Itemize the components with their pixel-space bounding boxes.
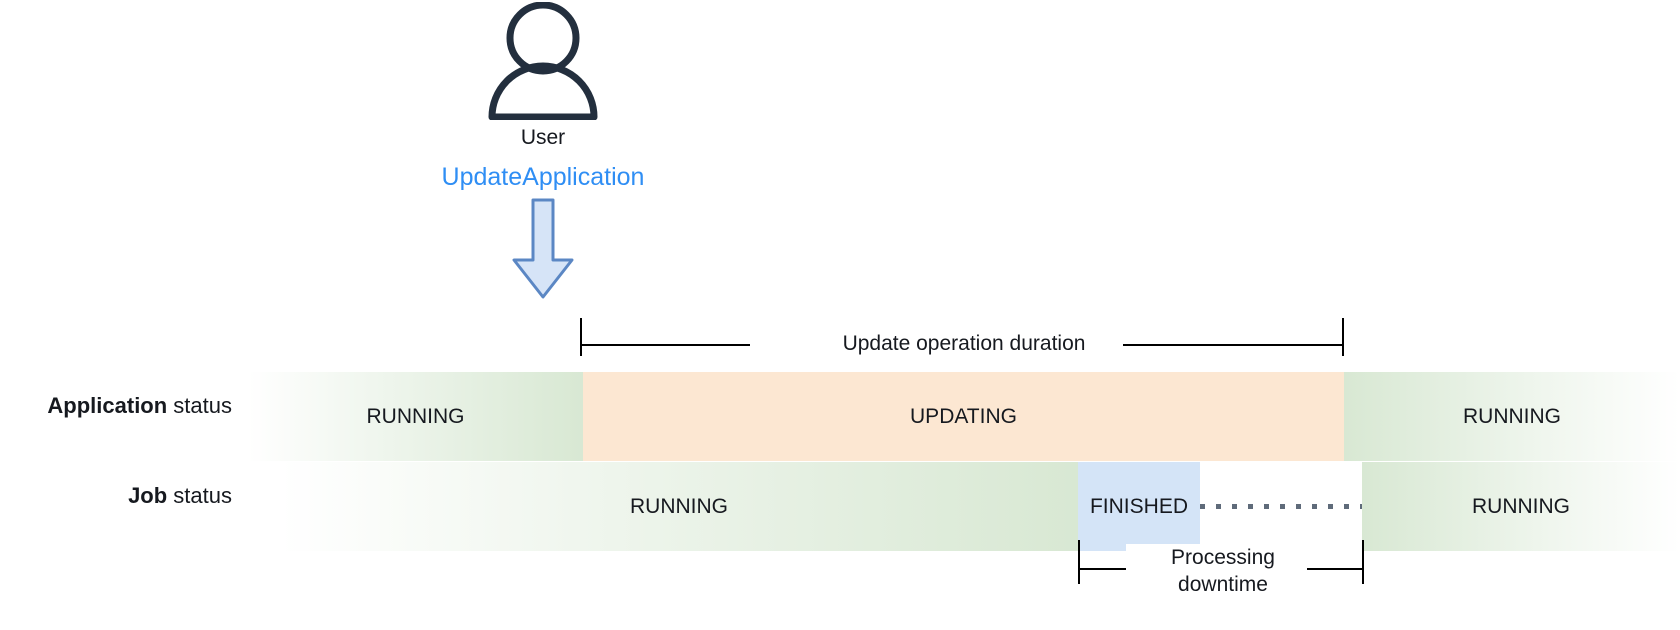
bracket-cap-right (1342, 318, 1344, 356)
application-status-timeline: RUNNING UPDATING RUNNING (248, 372, 1680, 461)
application-status-row-label: Application status (0, 393, 232, 419)
bracket-rail-left (581, 344, 761, 346)
user-person-icon (487, 1, 599, 121)
app-running-after-segment: RUNNING (1344, 372, 1680, 461)
job-status-row-label: Job status (0, 483, 232, 509)
update-duration-bracket: Update operation duration (580, 318, 1344, 362)
bracket-cap-left (580, 318, 582, 356)
row-label-rest: status (167, 483, 232, 508)
app-running-before-segment: RUNNING (248, 372, 583, 461)
row-label-bold: Job (128, 483, 168, 508)
job-finished-segment: FINISHED (1078, 462, 1200, 551)
row-label-bold: Application (47, 393, 168, 418)
job-running-before-label: RUNNING (630, 494, 728, 518)
job-running-after-label: RUNNING (1472, 494, 1570, 518)
job-finished-label: FINISHED (1089, 494, 1188, 518)
downtime-cap-right (1362, 540, 1364, 584)
processing-downtime-bracket: Processing downtime (1078, 540, 1364, 602)
row-label-rest: status (167, 393, 232, 418)
update-duration-label: Update operation duration (750, 330, 1178, 357)
processing-downtime-label: Processing downtime (1126, 544, 1320, 598)
downtime-cap-left (1078, 540, 1080, 584)
actor-label: User (520, 126, 566, 149)
bracket-rail-right (1123, 344, 1343, 346)
app-updating-label: UPDATING (910, 404, 1017, 428)
downtime-dotted-connector (1200, 504, 1363, 509)
down-arrow-icon (511, 198, 575, 300)
downtime-rail-right (1307, 568, 1363, 570)
job-running-after-segment: RUNNING (1362, 462, 1680, 551)
app-running-after-label: RUNNING (1463, 404, 1561, 428)
job-running-before-segment: RUNNING (280, 462, 1078, 551)
downtime-rail-left (1079, 568, 1135, 570)
app-running-before-label: RUNNING (366, 404, 465, 428)
action-label: UpdateApplication (441, 163, 645, 191)
processing-downtime-line1: Processing (1171, 546, 1275, 569)
processing-downtime-line2: downtime (1178, 573, 1268, 596)
app-updating-segment: UPDATING (583, 372, 1344, 461)
job-status-timeline: RUNNING FINISHED RUNNING (280, 462, 1680, 551)
